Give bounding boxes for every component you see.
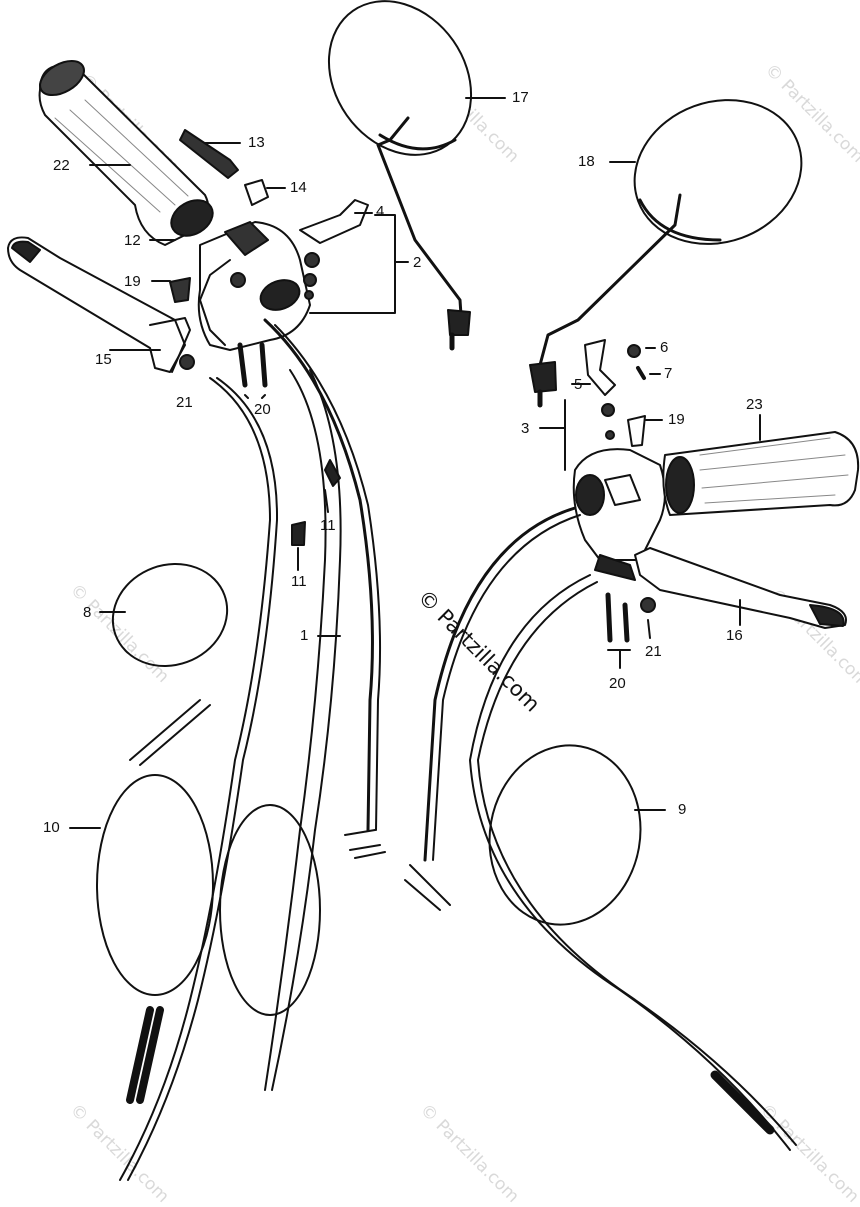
- callout-7: 7: [664, 365, 673, 382]
- callout-1: 1: [300, 627, 309, 644]
- cable-right-harness: [423, 506, 577, 862]
- left-lever: [7, 236, 191, 373]
- part-21-right: [640, 597, 656, 613]
- cable-loop-left-2: [219, 804, 321, 1016]
- callout-6: 6: [660, 339, 669, 356]
- part-19-right: [627, 415, 646, 447]
- callout-12: 12: [124, 232, 141, 249]
- callout-15: 15: [95, 351, 112, 368]
- callout-14: 14: [290, 179, 307, 196]
- callout-21-left: 21: [176, 394, 193, 411]
- callout-21-right: 21: [645, 643, 662, 660]
- callout-19-right: 19: [668, 411, 685, 428]
- callout-4: 4: [376, 203, 385, 220]
- callout-2: 2: [413, 254, 422, 271]
- part-7: [636, 366, 646, 380]
- callout-18: 18: [578, 153, 595, 170]
- callout-5: 5: [574, 376, 583, 393]
- cable-loop-9: [488, 744, 642, 926]
- part-11a: [324, 459, 341, 487]
- callout-16: 16: [726, 627, 743, 644]
- callout-23: 23: [746, 396, 763, 413]
- part-11b: [291, 521, 306, 546]
- part-4: [299, 199, 369, 244]
- callout-11a: 11: [320, 517, 336, 534]
- cable-loop-10: [96, 774, 214, 996]
- callout-3: 3: [521, 420, 530, 437]
- part-6: [627, 344, 641, 358]
- callout-8: 8: [83, 604, 92, 621]
- part-19-left: [169, 277, 191, 303]
- callout-11b: 11: [291, 573, 307, 590]
- cable-1: [263, 318, 374, 832]
- cable-loop-8: [111, 562, 229, 668]
- callout-19-left: 19: [124, 273, 141, 290]
- right-mirror: [529, 99, 803, 408]
- callout-20-right: 20: [609, 675, 626, 692]
- callout-22: 22: [53, 157, 70, 174]
- callout-20-left: 20: [254, 401, 271, 418]
- left-grip: [38, 59, 214, 246]
- part-13: [179, 129, 239, 179]
- part-5: [584, 339, 616, 396]
- right-switch-housing: [572, 448, 666, 581]
- part-21-left: [179, 354, 195, 370]
- callout-17: 17: [512, 89, 529, 106]
- left-switch-housing: [197, 221, 311, 351]
- callout-13: 13: [248, 134, 265, 151]
- part-14: [244, 179, 269, 206]
- right-lever: [634, 547, 847, 629]
- callout-9: 9: [678, 801, 687, 818]
- left-mirror: [327, 0, 473, 351]
- right-grip: [662, 431, 860, 516]
- callout-10: 10: [43, 819, 60, 836]
